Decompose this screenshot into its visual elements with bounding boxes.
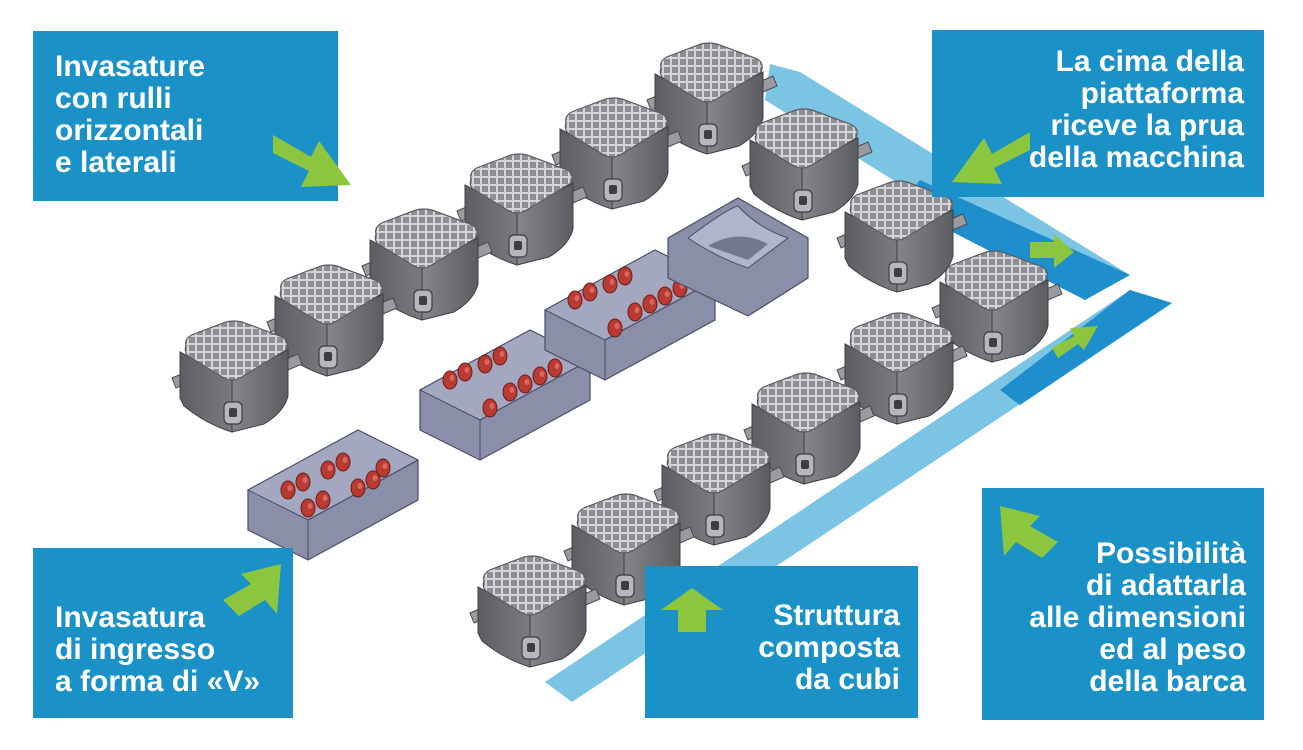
callout-text: Possibilità di adattarla alle dimensioni…	[1029, 537, 1246, 698]
callout-cradles-rollers: Invasature con rulli orizzontali e later…	[33, 31, 351, 201]
callout-text: Struttura composta da cubi	[758, 599, 900, 696]
dock-cube	[931, 250, 1063, 363]
band-arrows	[1030, 234, 1098, 358]
band-upper-tip	[900, 180, 1130, 300]
boat-cradles	[246, 197, 809, 561]
dock-cubes	[171, 42, 1063, 668]
callout-text: La cima della piattaforma riceve la prua…	[1028, 45, 1244, 174]
dock-cube	[171, 320, 303, 433]
callout-v-entry: Invasatura di ingresso a forma di «V»	[33, 548, 293, 718]
arrow-up-icon	[661, 588, 723, 632]
arrow-down-right-icon	[273, 135, 351, 187]
cradle-rollers-front	[418, 329, 592, 461]
cradle-bow	[667, 197, 809, 317]
callout-cube-structure: Struttura composta da cubi	[645, 566, 918, 718]
arrow-down-left-icon	[952, 132, 1030, 184]
callout-text: Invasatura di ingresso a forma di «V»	[55, 601, 261, 698]
band-arrow-lower	[1052, 326, 1098, 358]
dock-cube	[653, 433, 785, 546]
arrow-up-left-icon	[1000, 506, 1058, 558]
dock-cube	[836, 180, 968, 293]
arrow-up-right-icon	[223, 564, 281, 616]
cradle-v-entry	[246, 429, 420, 561]
callout-text: Invasature con rulli orizzontali e later…	[55, 50, 206, 179]
callout-adaptability: Possibilità di adattarla alle dimensioni…	[982, 488, 1264, 720]
callout-platform-top: La cima della piattaforma riceve la prua…	[932, 30, 1264, 197]
band-lower-tip	[1000, 290, 1172, 405]
dock-cube	[741, 108, 873, 221]
dock-cube	[836, 312, 968, 425]
band-arrow-upper	[1030, 234, 1074, 268]
dock-cube	[469, 555, 601, 668]
dock-cube	[361, 208, 493, 321]
